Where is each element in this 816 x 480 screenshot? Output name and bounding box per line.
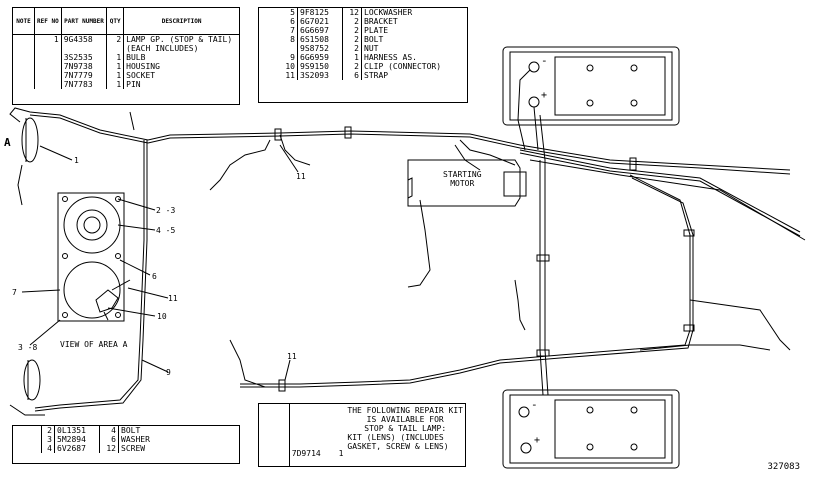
- callout-7: 7: [12, 288, 17, 297]
- callout-1: 1: [74, 156, 79, 165]
- callout-a: A: [4, 136, 11, 149]
- table-row: 7N9738 1 HOUSING: [13, 62, 239, 71]
- table-row: (EACH INCLUDES): [13, 44, 239, 53]
- battery-box-upper: [502, 46, 680, 126]
- battery-box-lower: [502, 389, 680, 469]
- figure-number: 327083: [767, 462, 800, 472]
- callout-2-3: 2 -3: [156, 206, 176, 215]
- table-row: 7N7779 1 SOCKET: [13, 71, 239, 80]
- header-note: NOTE: [13, 8, 36, 35]
- battery-lower-minus: -: [531, 398, 538, 411]
- battery-upper-plus: +: [541, 90, 548, 101]
- header-description: DESCRIPTION: [123, 8, 239, 35]
- table-row: 1 9G4358 2 LAMP GP. (STOP & TAIL): [13, 34, 239, 44]
- stop-tail-lamp-lower: [9, 359, 45, 416]
- battery-lower-plus: +: [534, 435, 541, 446]
- repair-kit-text: THE FOLLOWING REPAIR KIT IS AVAILABLE FO…: [347, 406, 463, 451]
- callout-11-view: 11: [168, 294, 178, 303]
- view-area-a: [57, 192, 131, 322]
- repair-kit-row: 7D9714 1 THE FOLLOWING REPAIR KIT IS AVA…: [259, 404, 465, 466]
- starting-motor: [407, 159, 527, 207]
- callout-leaders: [21, 144, 299, 381]
- wire-harness: [9, 69, 806, 412]
- header-qty: QTY: [106, 8, 125, 35]
- repair-kit-part: 7D9714: [291, 449, 321, 458]
- harness-straps: [274, 126, 695, 392]
- callout-11-upper: 11: [296, 172, 306, 181]
- callout-6: 6: [152, 272, 157, 281]
- repair-kit-qty: 1: [338, 449, 344, 458]
- parts-table-main: NOTE REF NO PART NUMBER QTY DESCRIPTION …: [12, 7, 240, 105]
- callout-11-lower: 11: [287, 352, 297, 361]
- repair-kit-table: 7D9714 1 THE FOLLOWING REPAIR KIT IS AVA…: [258, 403, 466, 467]
- callout-4-5: 4 -5: [156, 226, 176, 235]
- header-ref-no: REF NO: [34, 8, 62, 35]
- table-row: 3S2535 1 BULB: [13, 53, 239, 62]
- view-area-label: VIEW OF AREA A: [60, 340, 128, 349]
- starting-motor-label: STARTING MOTOR: [443, 170, 482, 188]
- table-header-row: NOTE REF NO PART NUMBER QTY DESCRIPTION: [13, 8, 239, 35]
- callout-3-8: 3 -8: [18, 343, 38, 352]
- callout-10: 10: [157, 312, 167, 321]
- battery-upper-minus: -: [541, 54, 548, 67]
- stop-tail-lamp-upper: [17, 117, 39, 206]
- table-row: 7N7783 1 PIN: [13, 80, 239, 89]
- header-part-number: PART NUMBER: [61, 8, 108, 35]
- callout-9: 9: [166, 368, 171, 377]
